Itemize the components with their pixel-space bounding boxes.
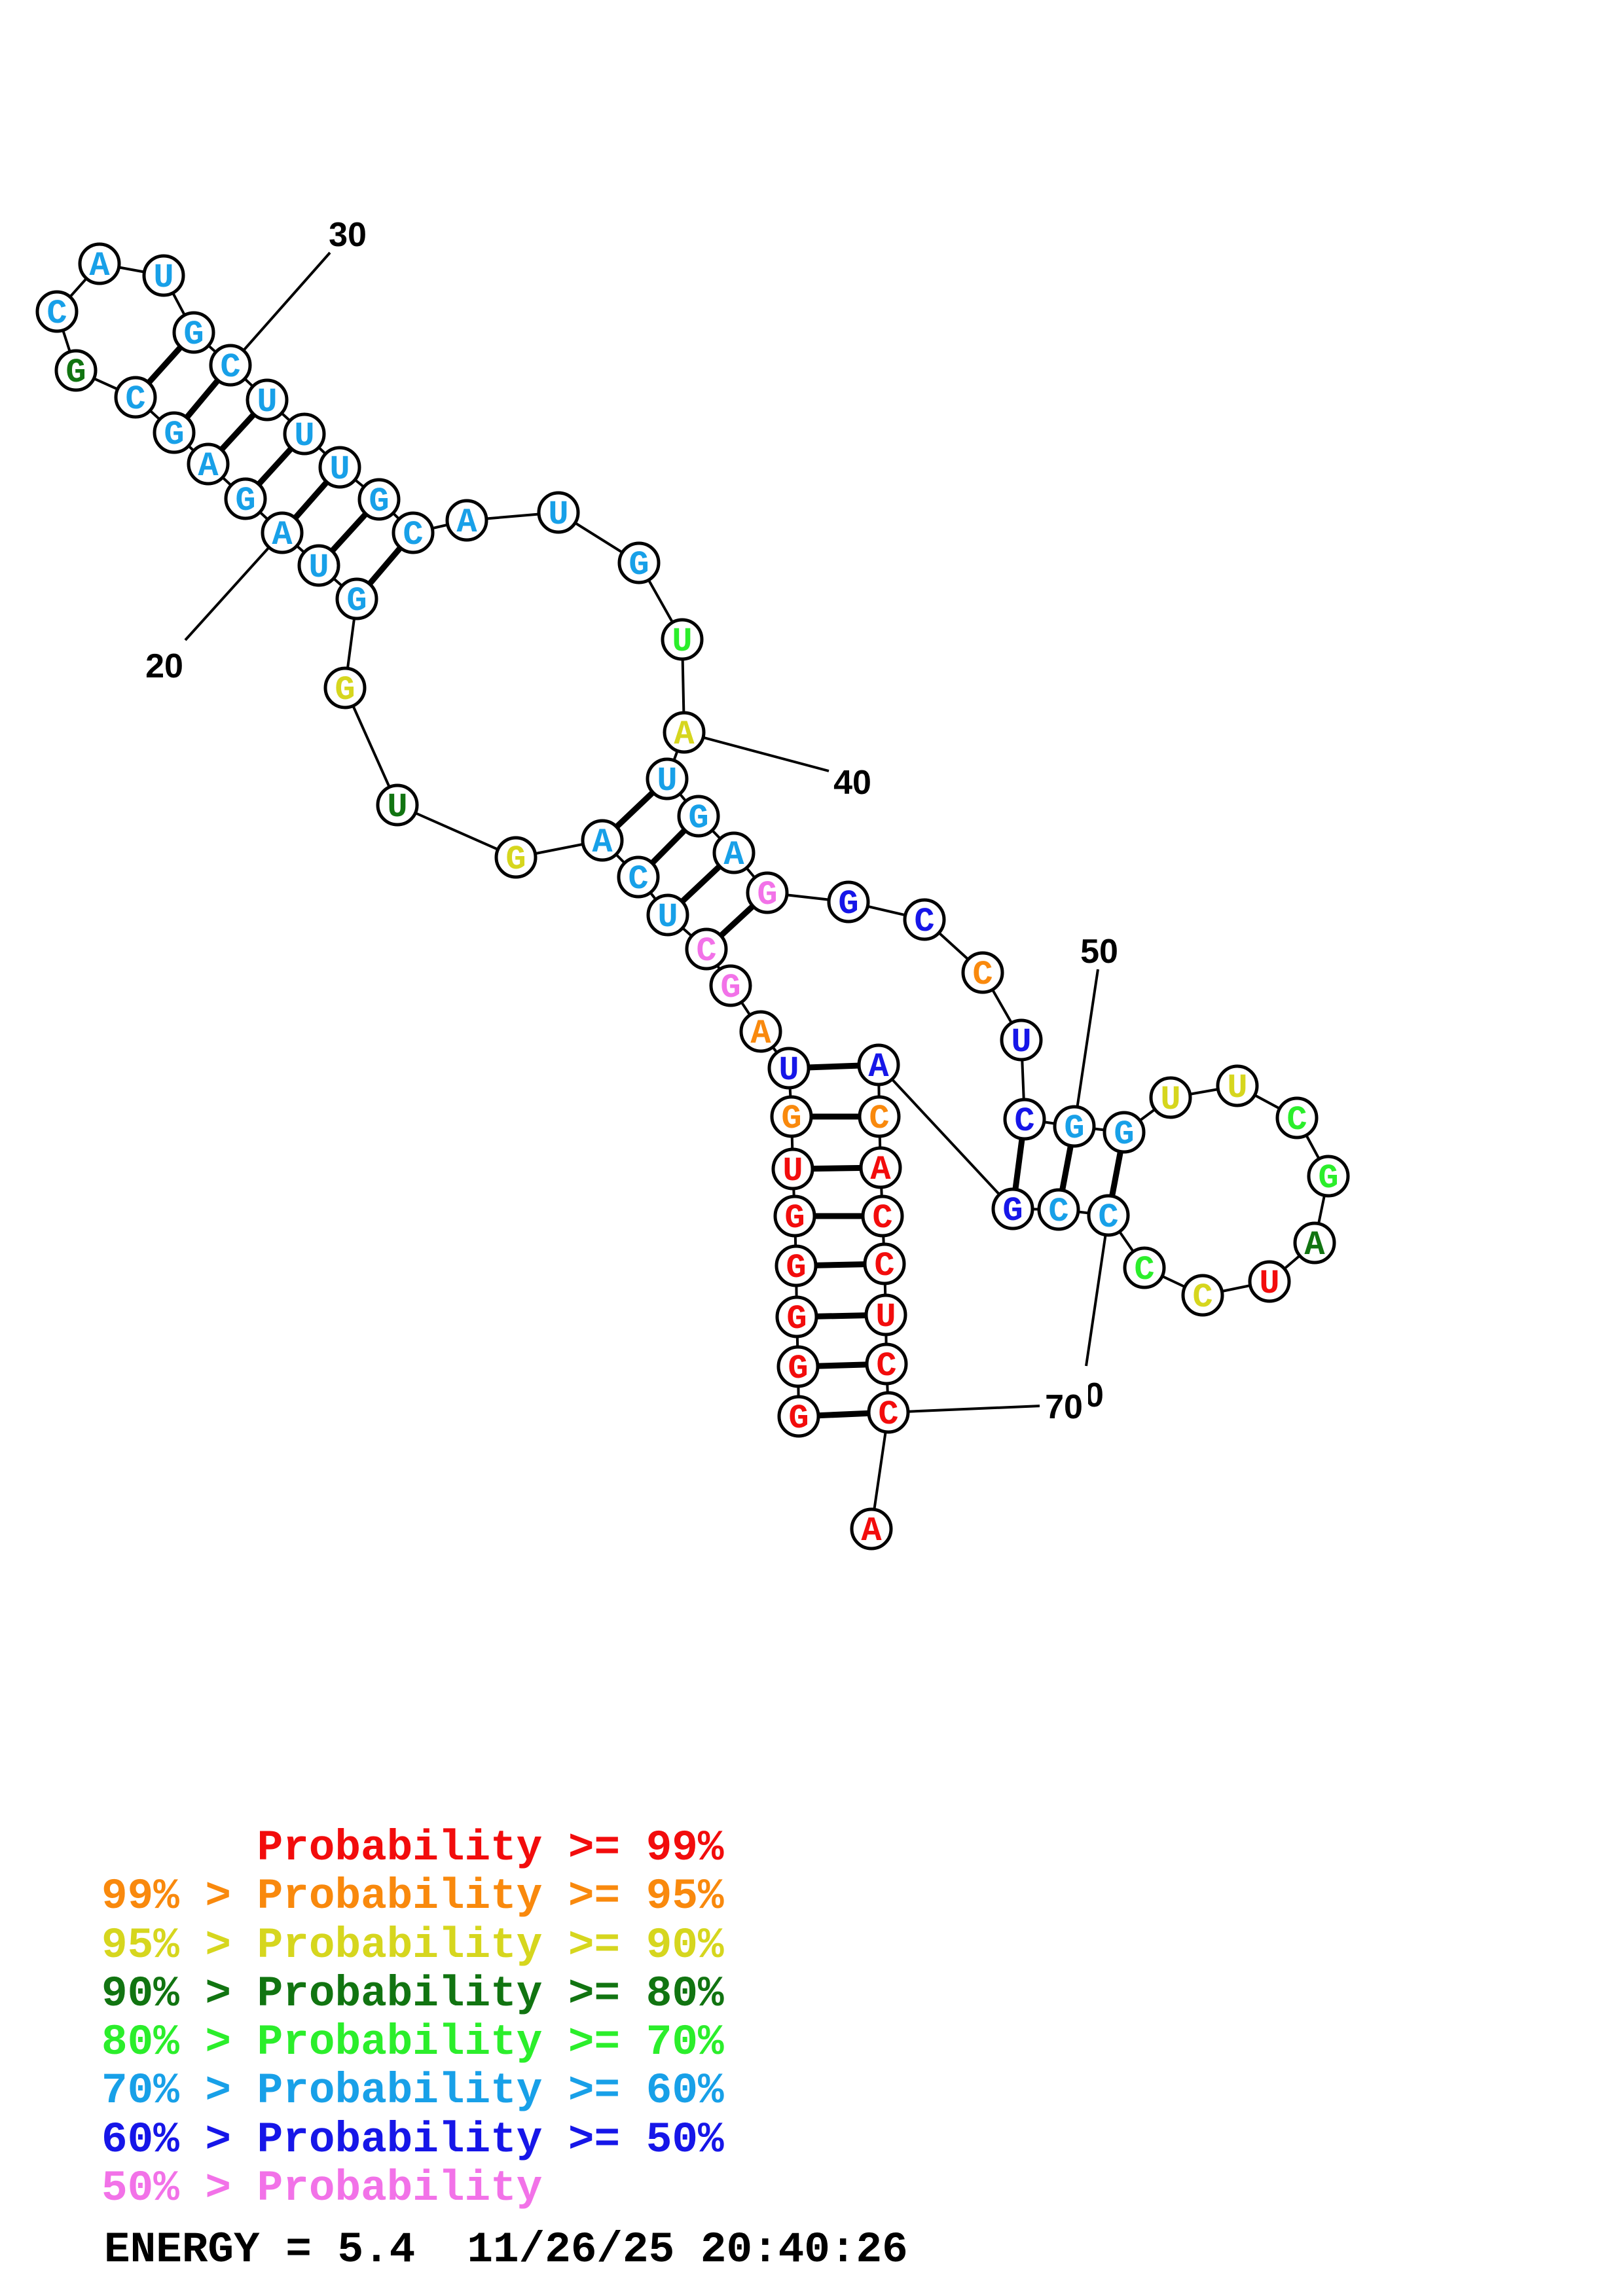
svg-text:A: A	[272, 516, 293, 554]
svg-text:A: A	[868, 1048, 889, 1086]
svg-text:U: U	[657, 762, 677, 800]
svg-text:11/26/25 20:40:26: 11/26/25 20:40:26	[467, 2225, 907, 2274]
svg-text:G: G	[757, 876, 777, 914]
svg-text:30: 30	[329, 216, 367, 254]
svg-text:G: G	[335, 671, 355, 709]
svg-text:C: C	[1014, 1102, 1034, 1141]
svg-text:C: C	[628, 860, 648, 899]
svg-text:U: U	[308, 548, 329, 587]
svg-text:50: 50	[1080, 933, 1118, 971]
svg-text:C: C	[125, 380, 145, 419]
svg-text:C: C	[696, 932, 716, 971]
svg-text:G: G	[1114, 1115, 1134, 1154]
svg-text:G: G	[786, 1300, 807, 1338]
svg-text:U: U	[548, 495, 568, 534]
svg-text:G: G	[788, 1399, 809, 1438]
svg-text:A: A	[592, 823, 613, 862]
svg-text:U: U	[1259, 1265, 1279, 1303]
svg-text:A: A	[674, 715, 695, 754]
svg-text:C: C	[914, 903, 934, 941]
svg-text:A: A	[870, 1151, 891, 1189]
svg-text:U: U	[294, 417, 314, 456]
svg-text:A: A	[750, 1014, 771, 1053]
svg-text:G: G	[786, 1249, 806, 1287]
svg-text:20: 20	[145, 647, 183, 685]
svg-text:Probability >= 99%: Probability >= 99%	[257, 1823, 724, 1873]
svg-text:A: A	[1304, 1226, 1325, 1265]
svg-text:G: G	[369, 482, 389, 521]
svg-text:U: U	[778, 1051, 799, 1090]
svg-text:G: G	[65, 353, 86, 392]
svg-text:G: G	[838, 885, 858, 924]
svg-text:U: U	[657, 898, 678, 937]
svg-text:G: G	[346, 582, 367, 620]
svg-text:U: U	[782, 1152, 803, 1191]
svg-text:A: A	[723, 836, 744, 874]
svg-text:ENERGY = 5.4: ENERGY = 5.4	[104, 2225, 415, 2274]
svg-text:50% > Probability: 50% > Probability	[101, 2164, 542, 2213]
svg-text:C: C	[874, 1247, 894, 1285]
svg-text:G: G	[688, 799, 708, 838]
svg-text:C: C	[1134, 1251, 1154, 1289]
svg-text:80% > Probability >= 70%: 80% > Probability >= 70%	[101, 2018, 724, 2067]
svg-text:G: G	[629, 546, 649, 584]
svg-text:C: C	[1098, 1198, 1118, 1237]
svg-text:G: G	[720, 969, 740, 1007]
svg-text:70: 70	[1045, 1388, 1083, 1426]
svg-text:C: C	[1048, 1193, 1068, 1231]
svg-text:A: A	[456, 503, 477, 542]
svg-text:U: U	[1227, 1069, 1247, 1107]
svg-text:C: C	[972, 956, 993, 994]
svg-text:G: G	[505, 840, 526, 879]
svg-text:G: G	[1002, 1192, 1023, 1230]
svg-text:99% > Probability >= 95%: 99% > Probability >= 95%	[101, 1872, 724, 1921]
svg-text:G: G	[1318, 1159, 1338, 1198]
svg-text:U: U	[387, 788, 407, 827]
svg-text:90% > Probability >= 80%: 90% > Probability >= 80%	[101, 1969, 724, 2018]
svg-text:U: U	[1011, 1023, 1031, 1062]
svg-text:60% > Probability >= 50%: 60% > Probability >= 50%	[101, 2115, 724, 2164]
svg-text:G: G	[788, 1350, 808, 1388]
svg-text:C: C	[869, 1100, 889, 1138]
svg-text:A: A	[89, 247, 110, 285]
svg-text:C: C	[46, 295, 67, 333]
svg-text:G: G	[183, 315, 204, 354]
svg-text:U: U	[875, 1298, 896, 1336]
svg-text:70% > Probability >= 60%: 70% > Probability >= 60%	[101, 2066, 724, 2115]
svg-text:G: G	[235, 482, 255, 520]
svg-text:C: C	[878, 1395, 898, 1434]
svg-text:A: A	[198, 447, 219, 486]
svg-text:U: U	[1160, 1081, 1180, 1119]
svg-text:95% > Probability >= 90%: 95% > Probability >= 90%	[101, 1921, 724, 1970]
svg-text:A: A	[861, 1512, 882, 1551]
svg-text:C: C	[220, 348, 240, 387]
svg-text:C: C	[403, 516, 423, 554]
svg-text:C: C	[876, 1347, 896, 1386]
svg-text:40: 40	[833, 764, 871, 802]
svg-text:C: C	[1286, 1101, 1307, 1139]
svg-text:C: C	[1192, 1278, 1213, 1317]
svg-text:U: U	[672, 622, 692, 661]
svg-text:U: U	[153, 259, 173, 297]
svg-text:U: U	[329, 450, 350, 489]
svg-text:C: C	[872, 1199, 892, 1238]
svg-text:G: G	[164, 416, 184, 454]
svg-text:G: G	[781, 1100, 801, 1138]
svg-text:U: U	[257, 383, 277, 422]
svg-text:G: G	[1064, 1109, 1084, 1148]
svg-text:G: G	[784, 1199, 805, 1238]
